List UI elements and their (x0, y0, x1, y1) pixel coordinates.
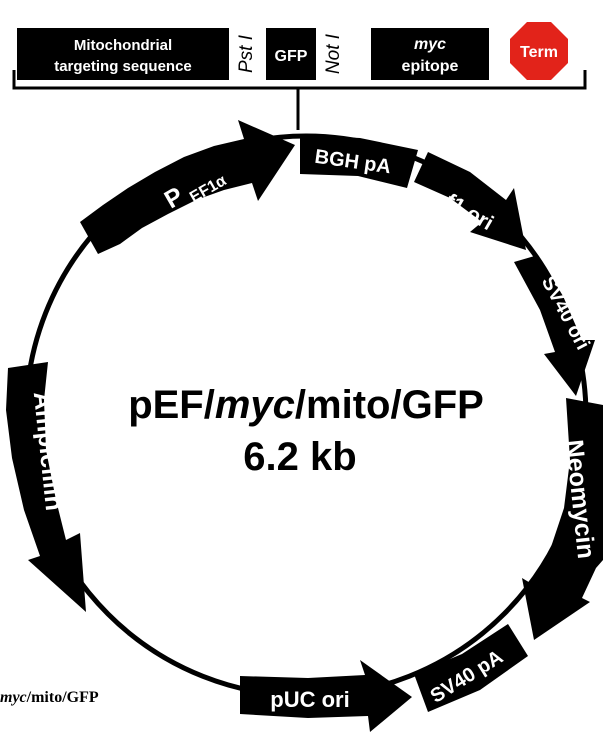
sv40-ori-arrow: SV40 ori (514, 255, 595, 396)
mito-label-line2: targeting sequence (54, 58, 192, 75)
plasmid-size: 6.2 kb (243, 435, 356, 479)
plasmid-name: pEF/myc/mito/GFP (128, 383, 484, 427)
ampicillin-arrow: Ampicillin (6, 362, 86, 612)
plasmid-name-prefix: pEF/ (128, 383, 215, 427)
plasmid-name-suffix: /mito/GFP (295, 383, 484, 427)
myc-label-line1: myc (414, 36, 446, 53)
mito-targeting-box (17, 28, 229, 80)
caption-fragment: myc/mito/GFP (0, 689, 99, 706)
term-label: Term (520, 44, 558, 61)
myc-epitope-box (371, 28, 489, 80)
neomycin-arrow: Neomycin (522, 398, 603, 640)
mito-label-line1: Mitochondrial (74, 37, 172, 54)
promoter-arrow: P EF1α (80, 120, 295, 254)
caption-rest: /mito/GFP (26, 689, 99, 706)
not-site-label: Not I (323, 33, 344, 74)
term-stop-sign (510, 22, 568, 80)
gfp-label: GFP (275, 48, 308, 65)
myc-label-line2: epitope (402, 58, 459, 75)
pst-site-label: Pst I (236, 34, 257, 73)
bgh-pa-feature: BGH pA (300, 135, 418, 188)
puc-ori-arrow: pUC ori (240, 660, 412, 732)
cassette: Mitochondrial targeting sequence Pst I G… (17, 22, 568, 80)
gfp-box (266, 28, 316, 80)
f1-ori-arrow: f1 ori (414, 152, 526, 250)
caption-italic: myc (0, 689, 27, 706)
plasmid-name-italic: myc (215, 383, 295, 427)
sv40-pa-feature: SV40 pA (414, 624, 528, 712)
puc-ori-label: pUC ori (270, 687, 349, 712)
